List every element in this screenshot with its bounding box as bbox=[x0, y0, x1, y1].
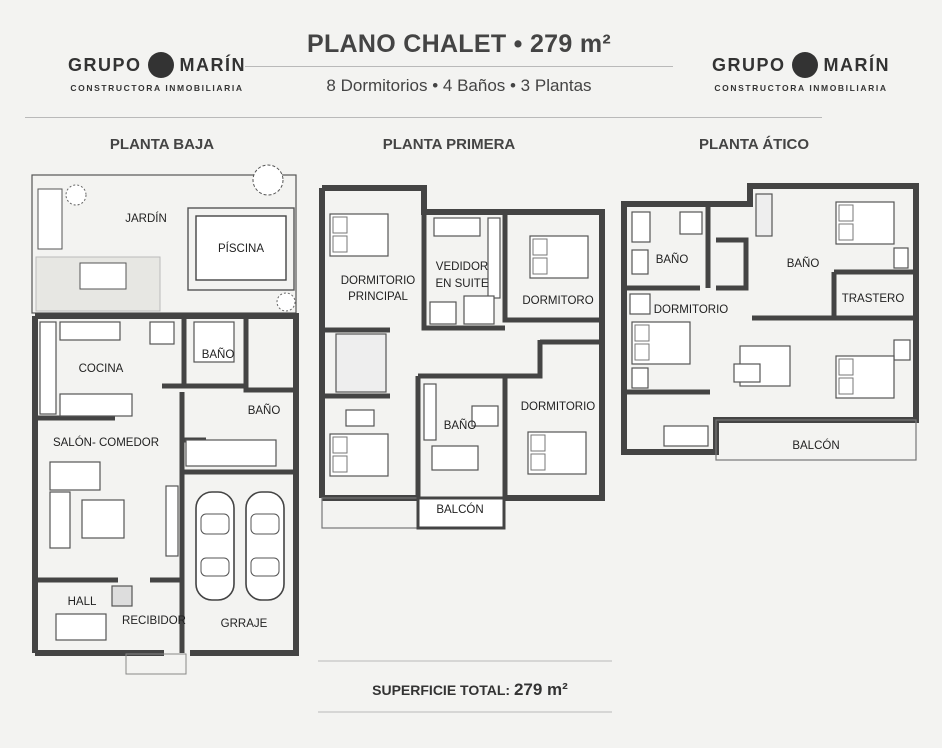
room-label-recibidor: RECIBIDOR bbox=[122, 615, 186, 627]
attic-interior-walls bbox=[624, 206, 916, 395]
room-label-dormitorio: DORMITORIO bbox=[654, 304, 729, 316]
room-label-bano: BAÑO bbox=[444, 419, 477, 432]
total-area: SUPERFICIE TOTAL: 279 m² bbox=[330, 680, 610, 700]
tree-icon bbox=[252, 164, 284, 196]
brand-word-2: MARÍN bbox=[823, 54, 890, 75]
plan-planta-atico: BAÑO BAÑO TRASTERO DORMITORIO BALCÓN bbox=[621, 183, 919, 461]
floor-title-baja: PLANTA BAJA bbox=[109, 136, 215, 153]
balcon bbox=[416, 496, 506, 530]
room-label-salon: SALÓN- COMEDOR bbox=[53, 436, 159, 449]
title-divider bbox=[245, 66, 673, 67]
room-label-balcon: BALCÓN bbox=[792, 439, 839, 452]
bed-icon bbox=[835, 201, 895, 245]
car-icon bbox=[245, 491, 285, 601]
lounger bbox=[37, 188, 63, 250]
house-walls bbox=[35, 313, 299, 656]
plan-subtitle: 8 Dormitorios • 4 Baños • 3 Plantas bbox=[326, 76, 592, 95]
plan-title: PLANO CHALET • 279 m² bbox=[307, 30, 611, 58]
room-label-vestidor: VEDIDOR bbox=[436, 261, 488, 273]
pool bbox=[195, 215, 287, 281]
room-label-bano: BAÑO bbox=[787, 257, 820, 270]
plan-planta-baja: JARDÍN PÍSCINA COCINA BAÑO BAÑO SALÓN- C… bbox=[31, 164, 299, 675]
bed-icon bbox=[527, 431, 587, 475]
bed-icon bbox=[631, 321, 691, 365]
brand-word-2: MARÍN bbox=[179, 54, 246, 75]
bed-icon bbox=[835, 355, 895, 399]
logo-right: GRUPO MARÍN CONSTRUCTORA INMOBILIARIA bbox=[706, 52, 896, 93]
room-label-garaje: GRRAJE bbox=[221, 618, 268, 630]
bed-icon bbox=[529, 235, 589, 279]
brand-tagline: CONSTRUCTORA INMOBILIARIA bbox=[714, 83, 888, 93]
room-label-dormitorio-principal: DORMITORIO bbox=[341, 275, 416, 287]
total-area-label: SUPERFICIE TOTAL: bbox=[372, 682, 511, 698]
room-label-dormitorio-principal: PRINCIPAL bbox=[348, 291, 408, 303]
bed-icon bbox=[329, 433, 389, 477]
pool-border bbox=[187, 207, 295, 291]
furniture-primera bbox=[335, 217, 501, 471]
room-label-hall: HALL bbox=[68, 596, 97, 608]
furniture-baja bbox=[39, 321, 277, 641]
room-label-jardin: JARDÍN bbox=[125, 212, 167, 225]
brand-mark-icon bbox=[147, 52, 174, 78]
entrance-step bbox=[125, 653, 187, 675]
plan-planta-primera: DORMITORIO PRINCIPAL VEDIDOR EN SUITE DO… bbox=[319, 185, 605, 530]
interior-walls bbox=[35, 316, 296, 653]
room-label-bano: BAÑO bbox=[202, 348, 235, 361]
room-label-trastero: TRASTERO bbox=[842, 293, 905, 305]
room-label-vestidor: EN SUITE bbox=[435, 278, 488, 290]
brand-word-1: GRUPO bbox=[711, 54, 786, 75]
floor-title-primera: PLANTA PRIMERA bbox=[382, 136, 516, 153]
room-label-cocina: COCINA bbox=[79, 363, 124, 375]
attic-balcon bbox=[715, 419, 917, 461]
floor1-interior-walls bbox=[324, 212, 600, 498]
room-label-piscina: PÍSCINA bbox=[218, 242, 264, 255]
room-label-dormitorio: DORMITORIO bbox=[521, 401, 596, 413]
total-area-value: 279 m² bbox=[513, 680, 568, 699]
shrub-icon bbox=[65, 184, 87, 206]
car-icon bbox=[195, 491, 235, 601]
furniture-atico bbox=[629, 193, 911, 447]
brand-word-1: GRUPO bbox=[67, 54, 142, 75]
room-label-bano: BAÑO bbox=[248, 404, 281, 417]
garden-table bbox=[79, 262, 127, 290]
logo-left: GRUPO MARÍN CONSTRUCTORA INMOBILIARIA bbox=[62, 52, 252, 93]
shrub-icon bbox=[276, 292, 296, 312]
header-divider bbox=[25, 117, 822, 118]
room-label-bano: BAÑO bbox=[656, 253, 689, 266]
room-label-dormitoro: DORMITORO bbox=[522, 295, 593, 307]
brand-mark-icon bbox=[791, 52, 818, 78]
floor-title-atico: PLANTA ÁTICO bbox=[699, 136, 809, 153]
room-label-balcon: BALCÓN bbox=[436, 503, 483, 516]
bed-icon bbox=[329, 213, 389, 257]
brand-tagline: CONSTRUCTORA INMOBILIARIA bbox=[70, 83, 244, 93]
